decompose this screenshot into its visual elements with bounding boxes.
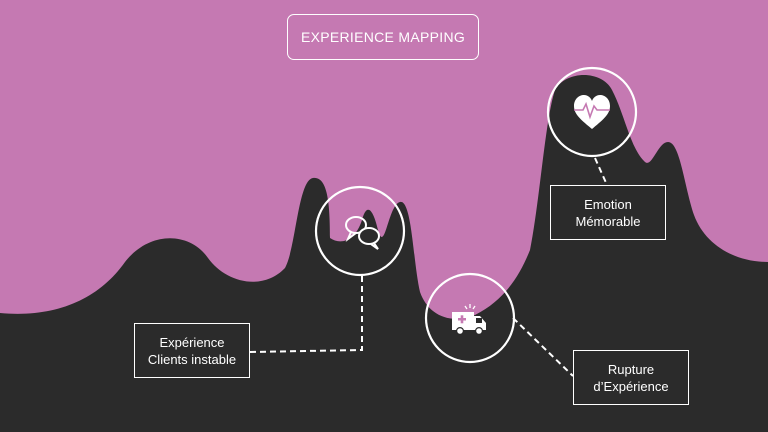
label-emotion-line1: Emotion [584,196,632,212]
connector-lines [249,157,608,377]
label-unstable-line2: Clients instable [147,351,237,367]
label-rupture-line2: d’Expérience [593,378,669,394]
label-rupture-line1: Rupture [607,361,655,377]
page-title: EXPERIENCE MAPPING [287,14,479,60]
marker-circle-unstable [314,185,406,277]
speech-bubbles-icon [345,216,380,250]
heartbeat-icon [574,95,610,129]
marker-circle-rupture [424,272,516,364]
label-unstable-line1: Expérience [159,334,225,350]
connector-rupture [512,317,574,377]
connector-unstable [249,272,363,353]
ambulance-icon [452,304,486,336]
marker-circle-emotion [546,66,638,158]
label-emotion-line2: Mémorable [575,213,641,229]
label-memorable-emotion: Emotion Mémorable [550,185,666,240]
label-experience-rupture: Rupture d’Expérience [573,350,689,405]
connector-emotion [594,157,608,186]
circle-markers [314,66,638,364]
label-unstable-experience: Expérience Clients instable [134,323,250,378]
